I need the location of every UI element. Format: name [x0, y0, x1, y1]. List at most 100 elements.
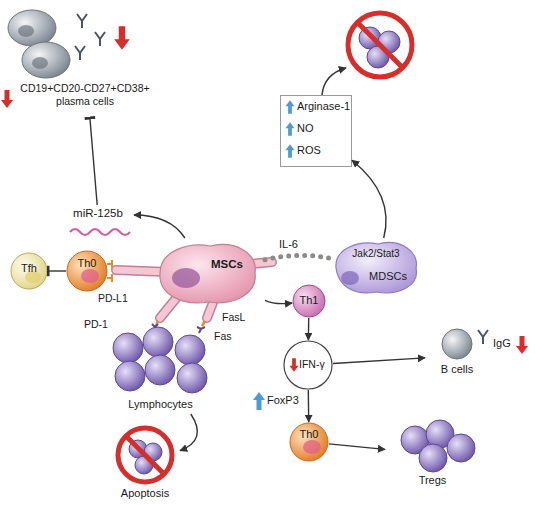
- th0-cell-shape: [290, 423, 328, 461]
- ifn-gamma-circle: IFN-γ: [283, 340, 333, 390]
- annotation-label: PD-L1: [98, 292, 128, 305]
- mdsc-cell: Jak2/Stat3MDSCs: [330, 238, 422, 296]
- node-label: Apoptosis: [110, 487, 180, 500]
- mediator-box: Arginase-1NO ROS: [280, 95, 352, 167]
- th0-cell-shape: [67, 251, 107, 291]
- mdsc-cell-shape: [341, 271, 359, 285]
- annotation-label: FasL: [222, 311, 245, 324]
- node-label: B cells: [425, 363, 489, 376]
- plasma-cell-group-shape: [77, 14, 87, 28]
- th0-cell-shape: [66, 250, 108, 292]
- node-label: Tregs: [385, 474, 480, 487]
- plasma-cell-group-shape: [22, 42, 70, 78]
- plasma-cell-group-shape: [8, 10, 56, 46]
- lymphocyte-cluster-shape: [143, 327, 173, 357]
- node-label: CD19+CD20-CD27+CD38+ plasma cells: [10, 82, 160, 107]
- arrow-connector: [308, 390, 310, 422]
- b-cell-shape: [442, 329, 472, 359]
- treg-cluster-shape: [419, 444, 447, 472]
- inhibition-arrow: [322, 68, 346, 95]
- th1-cell-shape: [293, 285, 325, 317]
- prohibition-sign: [348, 13, 412, 77]
- arrow-connector: [333, 358, 425, 364]
- node-label: Jak2/Stat3: [330, 248, 422, 260]
- arrow-connector: [180, 414, 197, 451]
- annotation-label: FoxP3: [267, 394, 299, 407]
- msc-cell-shape: [150, 238, 265, 308]
- annotation-label: PD-1: [84, 318, 108, 331]
- treg-cluster: Tregs: [385, 418, 480, 490]
- cytokine-trail: [265, 255, 330, 259]
- receptor-symbol: [107, 260, 112, 282]
- node-label: Tfh: [10, 262, 48, 275]
- node-label: Th0: [289, 428, 329, 441]
- mdsc-cell-shape: [330, 238, 422, 296]
- mediator-box-shape: [286, 100, 295, 114]
- arrow-connector: [329, 444, 385, 450]
- receptor-symbol: [202, 321, 205, 326]
- tfh-cell: Tfh: [10, 252, 48, 290]
- treg-cluster-shape: [447, 434, 475, 462]
- prohibition-sign: [358, 23, 402, 67]
- th1-cell: Th1: [292, 284, 326, 318]
- mediator-box-shape: [286, 122, 295, 136]
- node-label: Th1: [292, 294, 326, 307]
- node-label: MDSCs: [358, 270, 418, 283]
- arrow-connector: [352, 160, 386, 238]
- receptor-symbol: [197, 327, 205, 333]
- apoptosis-sign-shape: [118, 428, 172, 482]
- lymphocyte-cluster-shape: [177, 363, 207, 393]
- node-label: IFN-γ: [299, 358, 332, 371]
- lymphocyte-cluster-shape: [145, 355, 175, 385]
- lymphocyte-cluster-shape: [115, 361, 145, 391]
- tfh-cell-shape: [11, 253, 47, 289]
- plasma-cell-group-shape: [95, 32, 105, 46]
- antibody-symbol: [478, 330, 488, 344]
- edge-label: IL-6: [279, 238, 298, 251]
- inhibition-line: [90, 118, 97, 205]
- arrow-connector: [308, 318, 310, 340]
- b-cell: B cells: [425, 328, 489, 384]
- plasma-cell-group-shape: [18, 25, 34, 37]
- mirna-label: miR-125b: [62, 205, 134, 225]
- lymphocyte-cluster-shape: [113, 333, 143, 363]
- b-cell-shape: [425, 328, 489, 384]
- annotation-label: Fas: [214, 330, 232, 343]
- msc-cell-shape: [172, 268, 200, 288]
- ifn-gamma-circle-shape: [284, 341, 332, 389]
- node-label: Arginase-1: [297, 100, 352, 113]
- lymphocyte-cluster: Lymphocytes: [108, 322, 213, 414]
- mediator-box-shape: [286, 144, 295, 158]
- th0-cell: Th0: [289, 422, 329, 462]
- th0-cell-shape: [81, 269, 99, 283]
- lymphocyte-cluster-shape: [175, 335, 205, 365]
- msc-cell-shape: [160, 245, 255, 303]
- prohibition-sign: [348, 13, 412, 77]
- msc-cell: MSCs: [150, 238, 265, 308]
- th0-cell: Th0: [66, 250, 108, 292]
- ifn-gamma-circle-shape: [290, 358, 299, 372]
- arrow-connector: [134, 215, 185, 238]
- inhibition-line: [48, 270, 66, 271]
- node-label: Lymphocytes: [108, 398, 213, 411]
- plasma-cell-group: CD19+CD20-CD27+CD38+ plasma cells: [10, 2, 160, 118]
- arrow-connector: [265, 300, 292, 303]
- plasma-cell-group-shape: [32, 57, 48, 69]
- decrease-arrow: [516, 336, 528, 354]
- node-label: miR-125b: [62, 207, 134, 221]
- apoptosis-sign: Apoptosis: [110, 425, 180, 503]
- increase-arrow: [253, 392, 265, 410]
- node-label: ROS: [297, 144, 352, 157]
- node-label: NO: [297, 122, 352, 135]
- plasma-cell-group-shape: [75, 46, 85, 60]
- node-label: Th0: [66, 257, 108, 270]
- decrease-arrow: [1, 90, 13, 108]
- plasma-cell-group-shape: [114, 26, 130, 49]
- th0-cell-shape: [303, 440, 321, 454]
- node-label: MSCs: [202, 258, 252, 272]
- apoptosis-sign-shape: [126, 436, 164, 474]
- mirna-squiggle: [70, 229, 130, 235]
